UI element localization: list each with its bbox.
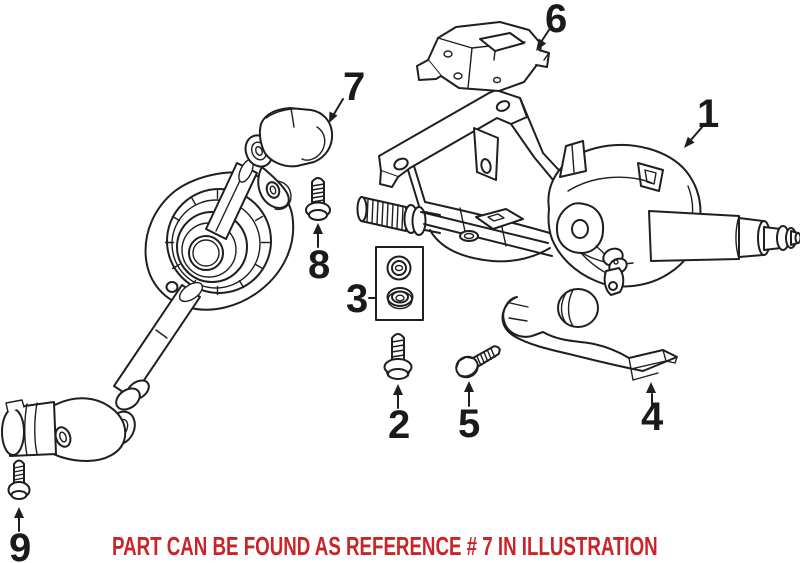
callout-9-number: 9 [9,526,31,563]
callout-1-arrowhead [684,136,695,148]
lever-arm [501,296,678,372]
callout-7-arrowhead [329,111,338,123]
callout-9: 9 [9,507,31,563]
yoke-arm [257,166,290,209]
reference-caption: PART CAN BE FOUND AS REFERENCE # 7 IN IL… [112,531,658,561]
callout-2: 2 [388,384,410,447]
callout-1-number: 1 [697,92,719,136]
bolt-head [455,355,479,379]
bolt-5-drawing [455,345,501,379]
bracket-hole [495,100,511,112]
bolt-2-drawing [383,333,413,380]
lower-shaft-tube [113,284,201,399]
callout-5-arrowhead [464,381,474,392]
callout-1: 1 [684,92,719,148]
upper-joint-coupler-drawing [244,107,334,209]
callout-6-number: 6 [545,0,567,41]
callout-5-number: 5 [458,402,480,446]
callout-8-number: 8 [308,243,330,287]
callout-9-arrowhead [14,507,24,518]
callout-4-number: 4 [641,395,664,439]
callout-8-arrowhead [313,223,323,234]
lever-knob [557,288,599,328]
callout-5: 5 [458,381,480,446]
callout-7-arrow [333,98,344,115]
module-tab [535,49,550,68]
callout-7-number: 7 [343,65,365,109]
mounting-bracket [378,89,528,178]
shaft-clamp [258,107,334,168]
callout-7: 7 [329,65,365,123]
bracket-hole [393,157,409,171]
module-foot [416,59,442,81]
callout-3: 3 [346,277,377,321]
callout-8: 8 [308,223,330,287]
bolt-9-drawing [7,459,31,500]
callout-2-arrowhead [393,384,403,395]
bolt-8-drawing [305,177,331,221]
callout-6-arrowhead [536,38,547,51]
callout-1-arrow [689,125,704,142]
steering-column-assembly-drawing [356,89,800,296]
callout-6-arrow [540,29,550,43]
switch-module-drawing [416,21,550,92]
release-lever-drawing [501,288,678,381]
grommet-kit-drawing [375,246,424,321]
callout-3-number: 3 [346,277,368,321]
column-shaft-cylinder [648,210,740,262]
callout-6: 6 [536,0,567,51]
callout-4-arrowhead [646,382,656,393]
callout-4: 4 [641,382,664,439]
callout-2-number: 2 [388,403,410,447]
flange-ear-hole [165,281,179,293]
intermediate-shaft-drawing [1,159,295,462]
